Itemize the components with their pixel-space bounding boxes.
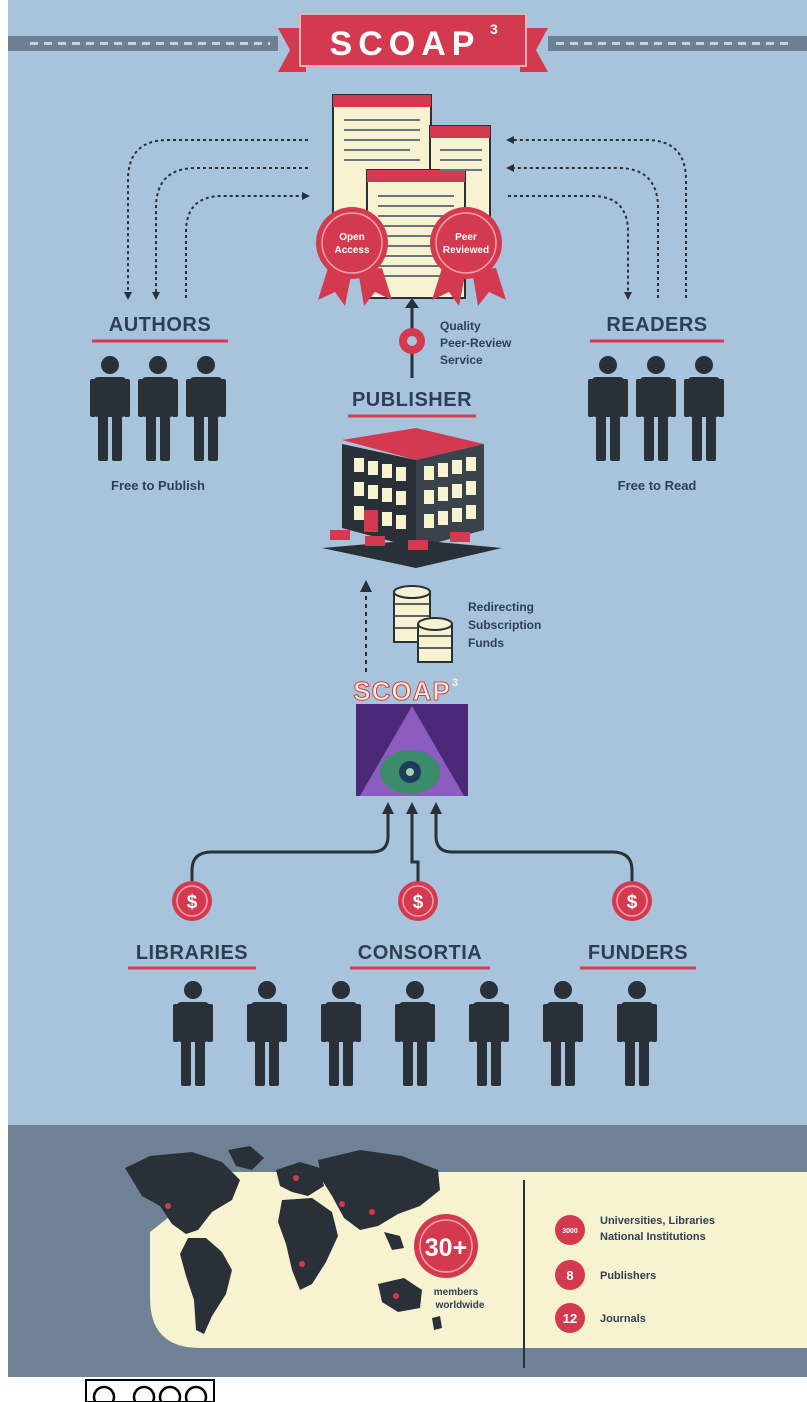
open-access-seal: Open Access (316, 207, 392, 306)
consortia-heading: CONSORTIA (358, 942, 483, 964)
funds-line-1: Redirecting (468, 600, 534, 614)
top-banner: SCOAP 3 (8, 13, 807, 72)
dollar-symbol: $ (187, 892, 198, 913)
cc-license-icon (85, 1379, 215, 1402)
stat-institutions: 3000 Universities, Libraries National In… (555, 1215, 715, 1245)
stat-label: Journals (600, 1313, 646, 1325)
world-map-icon (125, 1146, 442, 1334)
funds-line-2: Subscription (468, 618, 541, 632)
scoap-logo-superscript: 3 (452, 677, 458, 689)
banner-superscript: 3 (490, 21, 498, 37)
ribbon-seal-icon (316, 207, 388, 279)
building-icon (322, 428, 502, 568)
funders-heading: FUNDERS (588, 942, 688, 964)
dollar-symbol: $ (413, 892, 424, 913)
members-count: 30+ (425, 1234, 467, 1262)
stat-badge: 8 (566, 1268, 573, 1283)
seal-left-line-2: Access (334, 245, 369, 256)
dollar-coin-funders: $ (612, 881, 652, 921)
stat-badge: 3000 (562, 1228, 578, 1235)
stat-journals: 12 Journals (555, 1303, 646, 1333)
coin-stack-icon (393, 585, 453, 663)
readers-group: READERS Free to Read (588, 314, 724, 493)
contributor-connectors (190, 802, 634, 884)
members-label-2: worldwide (435, 1300, 485, 1311)
stat-label: National Institutions (600, 1231, 706, 1243)
quality-line-1: Quality (440, 319, 481, 333)
ribbon-seal-icon (430, 207, 502, 279)
peer-reviewed-seal: Peer Reviewed (430, 207, 506, 306)
quality-service: Quality Peer-Review Service (399, 298, 512, 378)
stat-publishers: 8 Publishers (555, 1260, 656, 1290)
scoap-logo: SCOAP 3 (353, 676, 468, 796)
dollar-symbol: $ (627, 892, 638, 913)
authors-group: AUTHORS Free to Publish (90, 314, 228, 493)
seal-left-line-1: Open (339, 232, 365, 243)
dollar-coin-icon (172, 881, 212, 921)
scoap-logo-title: SCOAP (353, 676, 450, 706)
dollar-coin-consortia: $ (398, 881, 438, 921)
member-map-pins (165, 1175, 399, 1299)
quality-line-2: Peer-Review (440, 336, 512, 350)
dollar-coin-libraries: $ (172, 881, 212, 921)
authors-caption: Free to Publish (111, 478, 205, 493)
left-edge (0, 0, 8, 1402)
members-badge: 30+ members worldwide (414, 1214, 485, 1311)
seal-right-line-1: Peer (455, 232, 477, 243)
publisher-group: PUBLISHER (322, 389, 502, 568)
members-label-1: members (434, 1287, 479, 1298)
dollar-coin-icon (612, 881, 652, 921)
seal-right-line-2: Reviewed (443, 245, 489, 256)
author-arrows (124, 139, 310, 300)
stat-label: Universities, Libraries (600, 1215, 715, 1227)
funds-line-3: Funds (468, 636, 504, 650)
funds-redirect: Redirecting Subscription Funds (360, 580, 541, 672)
quality-line-3: Service (440, 353, 483, 367)
reader-arrows (506, 136, 687, 300)
publisher-heading: PUBLISHER (352, 389, 472, 411)
readers-heading: READERS (606, 314, 707, 336)
readers-caption: Free to Read (618, 478, 697, 493)
contributor-headings: LIBRARIES CONSORTIA FUNDERS (128, 942, 696, 970)
stats-list: 3000 Universities, Libraries National In… (555, 1215, 715, 1333)
libraries-heading: LIBRARIES (136, 942, 248, 964)
dollar-coin-icon (398, 881, 438, 921)
authors-heading: AUTHORS (109, 314, 211, 336)
stat-badge: 12 (563, 1311, 577, 1326)
banner-title: SCOAP (330, 25, 481, 63)
stat-label: Publishers (600, 1270, 656, 1282)
